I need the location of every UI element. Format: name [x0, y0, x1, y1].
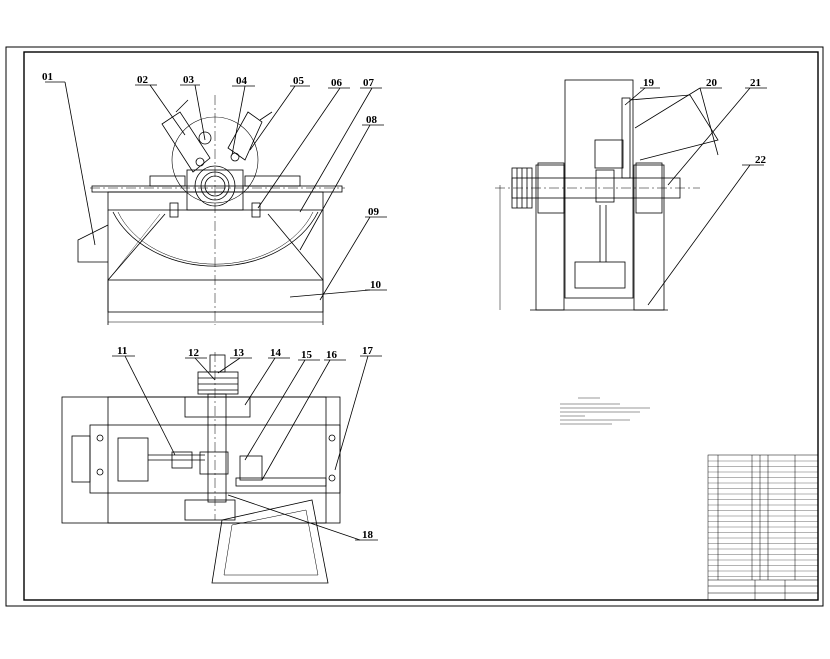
callout-01: 01 — [42, 71, 53, 83]
callout-20: 20 — [706, 77, 718, 89]
callout-18: 18 — [362, 529, 374, 541]
callout-09: 09 — [368, 206, 380, 218]
inner-frame — [23, 51, 819, 601]
title-block — [707, 454, 819, 601]
callout-10: 10 — [370, 279, 382, 291]
parts-list-rows — [708, 460, 818, 577]
callout-15: 15 — [301, 349, 313, 361]
outer-border — [5, 46, 824, 607]
callout-02: 02 — [137, 74, 149, 86]
callout-11: 11 — [117, 345, 127, 357]
callout-05: 05 — [293, 75, 305, 87]
top-view — [61, 352, 382, 584]
callout-04: 04 — [236, 75, 248, 87]
callout-21: 21 — [750, 77, 761, 89]
front-view — [45, 81, 387, 325]
callout-22: 22 — [755, 154, 767, 166]
callout-13: 13 — [233, 347, 245, 359]
callout-08: 08 — [366, 114, 378, 126]
technical-notes — [560, 397, 650, 425]
callout-06: 06 — [331, 77, 343, 89]
callout-19: 19 — [643, 77, 655, 89]
callout-14: 14 — [270, 347, 282, 359]
callout-12: 12 — [188, 347, 200, 359]
side-view — [495, 79, 767, 311]
part-callouts: 01 02 03 04 05 06 07 08 09 10 11 12 13 1… — [42, 71, 767, 541]
callout-07: 07 — [363, 77, 375, 89]
callout-03: 03 — [183, 74, 195, 86]
callout-16: 16 — [326, 349, 338, 361]
callout-17: 17 — [362, 345, 374, 357]
